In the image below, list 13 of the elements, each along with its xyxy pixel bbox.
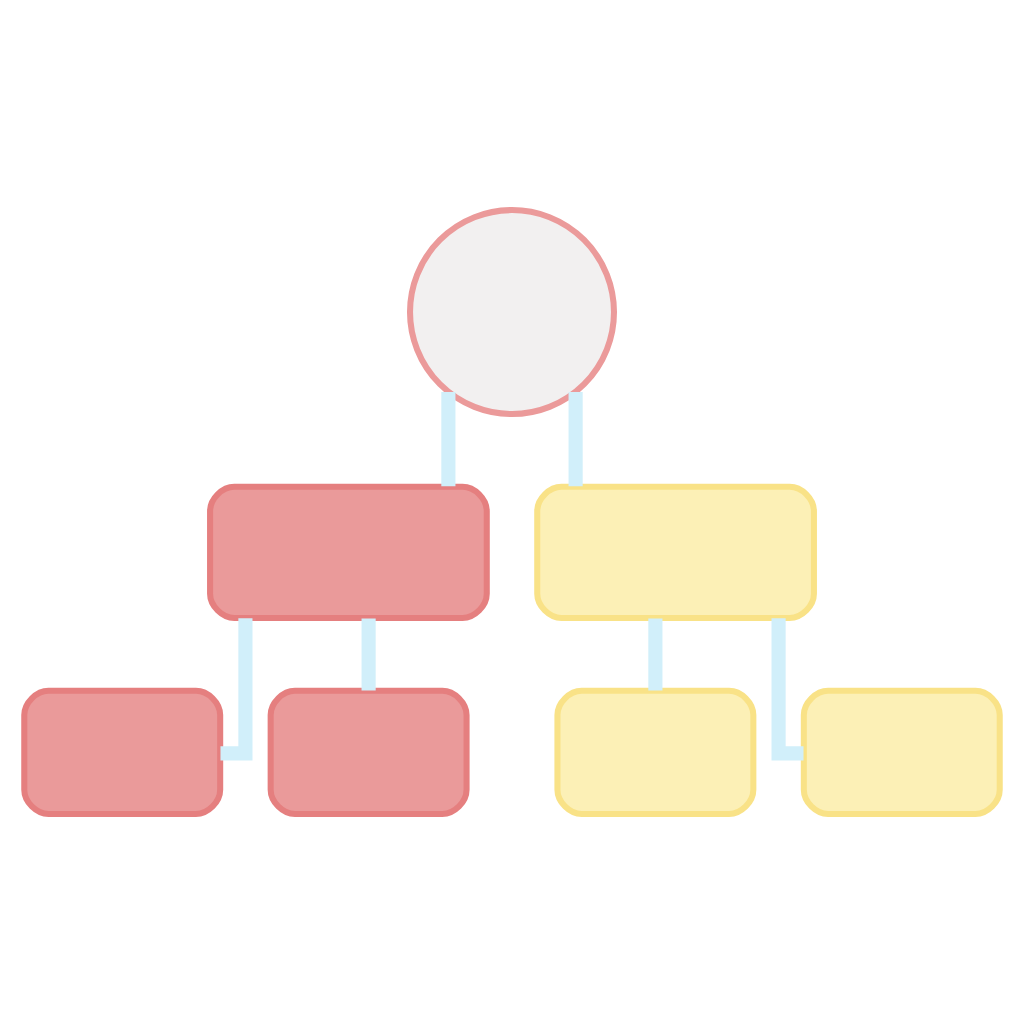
node-box <box>534 483 817 622</box>
node-box <box>21 687 224 817</box>
connector <box>648 618 663 691</box>
connector <box>220 618 253 761</box>
node-box <box>554 687 757 817</box>
connector <box>441 392 456 487</box>
connector <box>568 392 583 487</box>
node-box <box>267 687 470 817</box>
connector <box>771 618 804 761</box>
node-box <box>800 687 1003 817</box>
node-box <box>207 483 490 622</box>
node-circle <box>407 207 617 418</box>
connector <box>361 618 376 691</box>
